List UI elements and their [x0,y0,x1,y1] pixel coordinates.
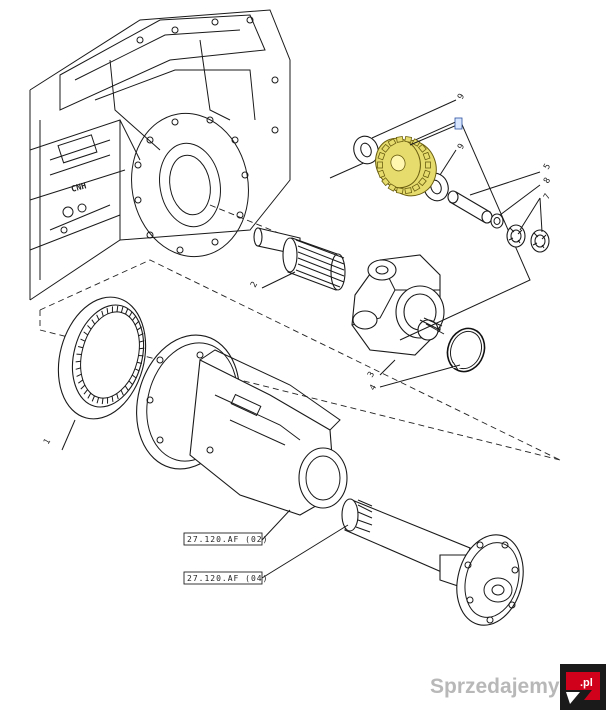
callout-1[interactable]: 1 [42,437,53,446]
ref-label-04: 27.120.AF (04) [187,574,268,583]
part-9-thrust-washer-top [353,135,379,165]
highlighted-planet-gear [375,135,437,197]
axle-shaft [341,498,524,626]
group-boundary-top [39,259,561,461]
callout-2[interactable]: 2 [249,280,260,289]
callout-4[interactable]: 4 [368,383,379,392]
part-1-ring-gear [57,296,147,420]
part-2-splined-shaft [253,227,346,291]
watermark-text: Sprzedajemy [430,675,560,698]
part-4-snap-ring [446,327,486,373]
brand-logo-icon[interactable]: .pl [560,664,606,710]
callout-5[interactable]: 5 [542,162,553,171]
brand-badge-text: .pl [580,677,593,689]
part-7-needle-bearings [506,224,550,253]
axle-housing [136,334,348,516]
ref-box-04[interactable]: 27.120.AF (04) [183,571,268,585]
callout-7[interactable]: 7 [542,192,553,201]
ref-box-02[interactable]: 27.120.AF (02) [183,532,268,546]
callout-9-top[interactable]: 9 [456,92,467,101]
part-3-planet-carrier [351,254,445,356]
callout-3[interactable]: 3 [366,370,377,379]
transmission-housing: CNH [29,9,291,301]
casting-mark-text: CNH [70,181,87,195]
watermark: Sprzedajemy [430,675,560,698]
part-6-washer [490,213,504,229]
highlight-tag-box[interactable] [454,117,463,130]
callout-9-bottom[interactable]: 9 [456,142,467,151]
part-5-planet-pin [447,190,493,224]
ref-label-02: 27.120.AF (02) [187,535,268,544]
callout-6[interactable]: 8 [542,176,553,185]
leader-lines [61,99,543,579]
